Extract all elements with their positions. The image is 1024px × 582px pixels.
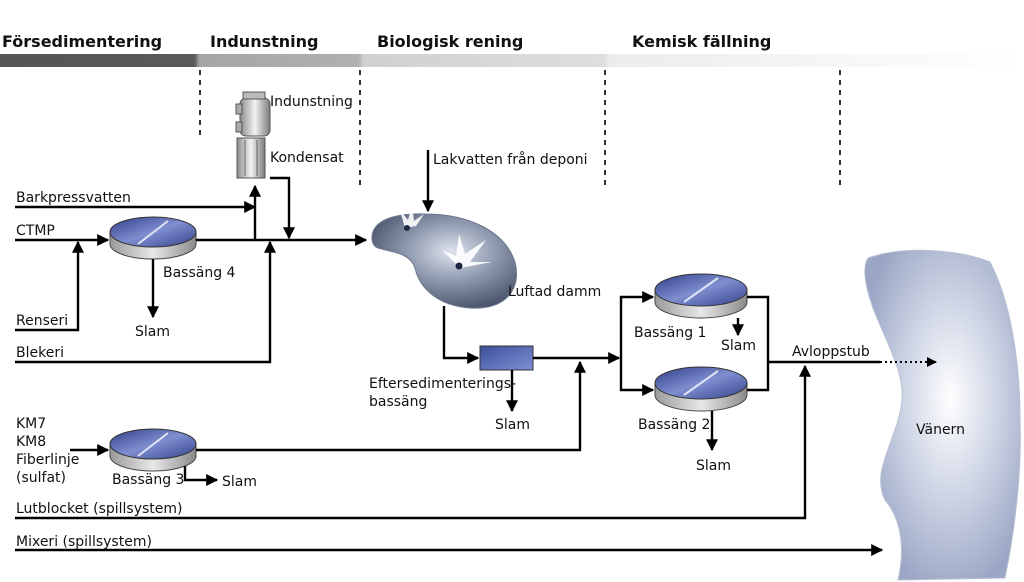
flow-blekeri	[15, 240, 276, 364]
flow-pond-to-eftersed	[442, 306, 480, 364]
label-slam-eftersed: Slam	[495, 417, 530, 433]
aerated-pond	[371, 213, 517, 309]
basin-1	[654, 273, 748, 319]
label-lutblocket: Lutblocket (spillsystem)	[16, 501, 183, 517]
stage-label-forsedimentering: Försedimentering	[2, 32, 162, 51]
label-bassang1: Bassäng 1	[634, 325, 706, 341]
lake-vanern	[864, 249, 1021, 581]
label-lakvatten: Lakvatten från deponi	[433, 151, 588, 168]
stage-label-indunstning: Indunstning	[210, 32, 318, 51]
flow-b1-out	[747, 295, 770, 358]
label-sulfat: (sulfat)	[16, 470, 66, 486]
eftersed-basin	[479, 345, 534, 371]
label-bassang3: Bassäng 3	[112, 472, 184, 488]
flow-renseri	[15, 240, 84, 332]
flow-slam-b3	[183, 466, 219, 486]
label-mixeri: Mixeri (spillsystem)	[16, 534, 152, 550]
label-indunstning: Indunstning	[270, 94, 353, 110]
label-fiberlinje: Fiberlinje	[16, 452, 79, 468]
aerator-icon	[400, 206, 424, 231]
label-eftersed-1: Eftersedimenterings-	[369, 376, 516, 392]
label-barkpressvatten: Barkpressvatten	[16, 190, 131, 206]
basin-4	[109, 216, 197, 260]
flow-split-to-b2	[619, 358, 655, 396]
flow-lutblocket	[15, 364, 811, 520]
label-slam-b2: Slam	[696, 458, 731, 474]
stage-bar	[0, 54, 1024, 67]
flow-b3-to-kemisk	[196, 360, 586, 452]
flow-b2-out	[747, 358, 770, 392]
label-kondensat: Kondensat	[270, 150, 344, 166]
label-slam-b1: Slam	[721, 338, 756, 354]
stage-label-kemisk-fallning: Kemisk fällning	[632, 32, 771, 51]
label-slam-b4: Slam	[135, 324, 170, 340]
label-renseri: Renseri	[16, 313, 68, 329]
label-vanern: Vänern	[916, 422, 965, 438]
flow-kondensat	[270, 176, 295, 240]
label-ctmp: CTMP	[16, 223, 55, 239]
label-bassang4: Bassäng 4	[163, 265, 236, 281]
flow-split-to-b1	[619, 291, 655, 358]
label-bassang2: Bassäng 2	[638, 417, 710, 433]
basin-3	[109, 428, 197, 472]
label-eftersed-2: bassäng	[369, 394, 427, 410]
aerator-icon	[442, 234, 492, 270]
label-avloppstub: Avloppstub	[792, 344, 870, 360]
evaporator-icon	[235, 91, 271, 179]
label-km8: KM8	[16, 434, 46, 450]
basin-2	[654, 366, 748, 412]
label-km7: KM7	[16, 416, 46, 432]
label-blekeri: Blekeri	[16, 345, 64, 361]
label-luftad-damm: Luftad damm	[508, 284, 601, 300]
stage-label-biologisk-rening: Biologisk rening	[377, 32, 523, 51]
label-slam-b3: Slam	[222, 474, 257, 490]
